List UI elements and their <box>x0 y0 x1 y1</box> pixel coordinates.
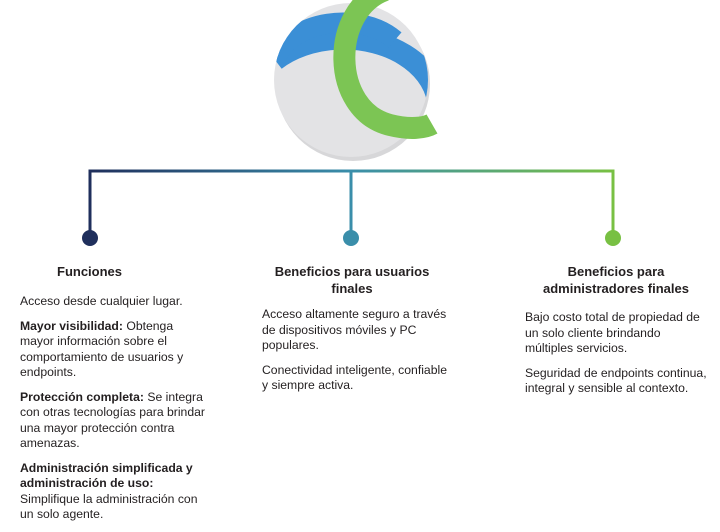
item-text: Bajo costo total de propiedad de un solo… <box>525 310 700 355</box>
logo-circle-icon <box>274 0 438 161</box>
list-item: Administración simplificada y administra… <box>20 461 205 523</box>
item-text: Seguridad de endpoints continua, integra… <box>525 365 707 396</box>
item-bold: Protección completa: <box>20 389 144 404</box>
node-dot-usuarios <box>343 230 359 246</box>
node-dot-funciones <box>82 230 98 246</box>
item-text: Se integra con otras tecnologías para br… <box>20 389 205 451</box>
green-ring-icon <box>333 0 438 139</box>
connector-diagram <box>82 0 621 246</box>
column-funciones: Funciones Acceso desde cualquier lugar. … <box>20 263 205 532</box>
item-bold: Mayor visibilidad: <box>20 318 123 333</box>
list-item: Mayor visibilidad: Obtenga mayor informa… <box>20 319 205 381</box>
list-item: Conectividad inteligente, confiable y si… <box>262 363 447 394</box>
blue-arc-icon <box>274 12 402 65</box>
item-bold: Administración simplificada y administra… <box>20 460 193 491</box>
list-item: Protección completa: Se integra con otra… <box>20 390 205 452</box>
item-text: Conectividad inteligente, confiable y si… <box>262 362 447 393</box>
item-text: Acceso desde cualquier lugar. <box>20 294 183 308</box>
item-text: Acceso altamente seguro a través de disp… <box>262 307 447 352</box>
list-item: Bajo costo total de propiedad de un solo… <box>525 310 710 357</box>
column-usuarios-finales: Beneficios para usuarios finales Acceso … <box>262 263 447 403</box>
column-title: Beneficios para usuarios finales <box>274 264 430 296</box>
item-text: Simplifique la administración con un sol… <box>20 491 198 522</box>
list-item: Acceso altamente seguro a través de disp… <box>262 307 447 354</box>
column-administradores-finales: Beneficios para administradores finales … <box>525 263 710 406</box>
list-item: Acceso desde cualquier lugar. <box>20 294 205 310</box>
item-text: Obtenga mayor información sobre el compo… <box>20 318 184 380</box>
list-item: Seguridad de endpoints continua, integra… <box>525 366 710 397</box>
blue-ring-icon <box>274 27 428 157</box>
column-title: Funciones <box>57 264 123 279</box>
node-dot-administradores <box>605 230 621 246</box>
column-title: Beneficios para administradores finales <box>543 264 689 296</box>
